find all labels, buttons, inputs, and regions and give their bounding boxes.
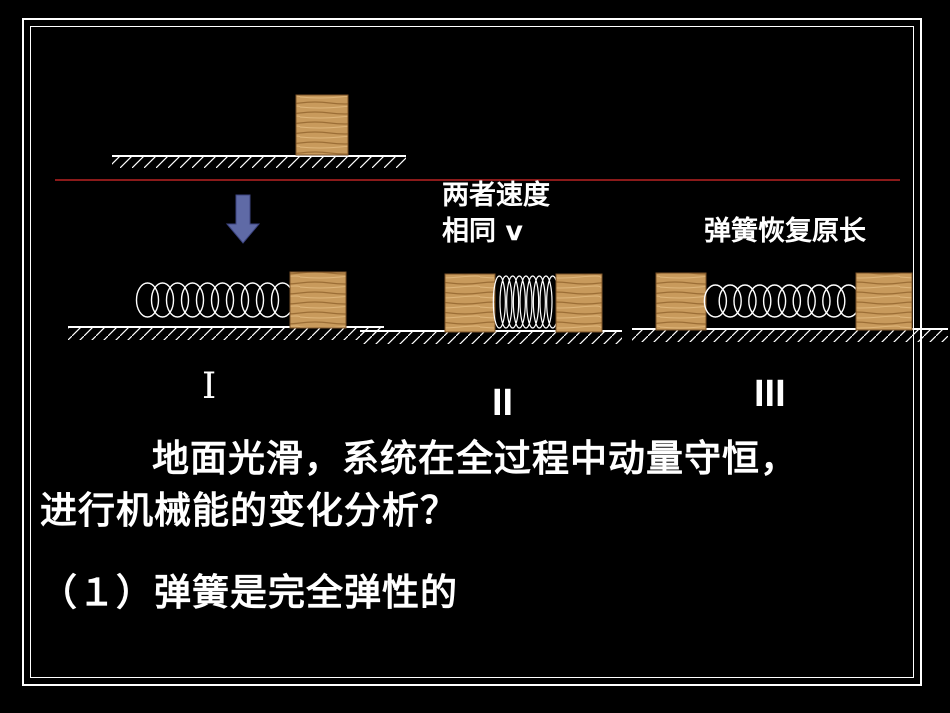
- ground-stage-3: [632, 328, 948, 342]
- slide-outer-frame: [22, 18, 922, 686]
- block-stage-3-right: [855, 272, 913, 331]
- down-arrow-icon: [225, 194, 261, 244]
- spring-stage-1: [135, 282, 295, 318]
- label-spring-restored: 弹簧恢复原长: [704, 216, 866, 247]
- ground-stage-1: [68, 326, 384, 340]
- stage-label-2: II: [492, 382, 514, 424]
- block-stage-2-right: [555, 273, 603, 333]
- block-stage-3-left: [655, 272, 707, 331]
- text-line-2: 进行机械能的变化分析？: [40, 489, 458, 532]
- block-stage-1: [289, 271, 347, 329]
- top-ground: [112, 155, 406, 168]
- spring-stage-2: [492, 275, 560, 329]
- label-same-speed-line1: 两者速度: [442, 180, 550, 211]
- block-initial: [295, 94, 349, 156]
- spring-stage-3: [703, 284, 861, 318]
- text-line-3: （１）弹簧是完全弹性的: [40, 571, 458, 614]
- block-stage-2-left: [444, 273, 496, 333]
- slide-inner-frame: [30, 26, 914, 678]
- text-line-1: 地面光滑，系统在全过程中动量守恒，: [152, 437, 798, 480]
- ground-stage-2: [360, 330, 622, 344]
- stage-label-1: I: [202, 366, 217, 407]
- label-same-speed-line2: 相同 v: [442, 216, 523, 247]
- stage-label-3: III: [754, 373, 786, 415]
